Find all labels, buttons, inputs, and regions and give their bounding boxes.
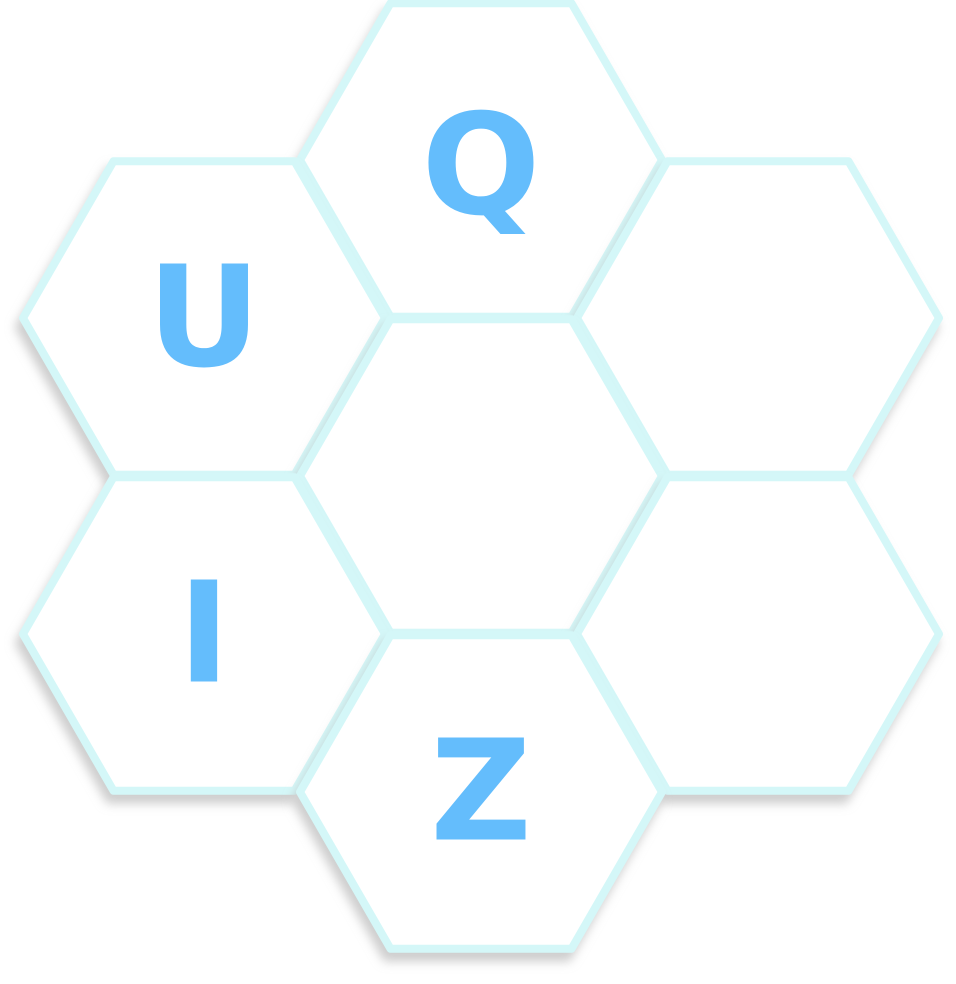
hex-tile-upper-left[interactable]: U — [19, 157, 389, 479]
hex-grid: QUI Z — [19, 0, 943, 953]
hex-tile-lower-left[interactable]: I — [19, 473, 389, 795]
hexagon-shape — [573, 473, 943, 795]
tile-letter: Q — [421, 85, 540, 248]
hexagon-shape — [19, 473, 389, 795]
tile-letter: U — [147, 237, 261, 400]
tile-letter: Z — [430, 711, 532, 874]
hexagon-shape — [296, 631, 666, 953]
hex-tile-lower-right[interactable] — [573, 473, 943, 795]
tile-letter: I — [178, 553, 230, 716]
hex-tile-top[interactable]: Q — [296, 0, 666, 321]
hex-tile-bottom[interactable]: Z — [296, 631, 666, 953]
